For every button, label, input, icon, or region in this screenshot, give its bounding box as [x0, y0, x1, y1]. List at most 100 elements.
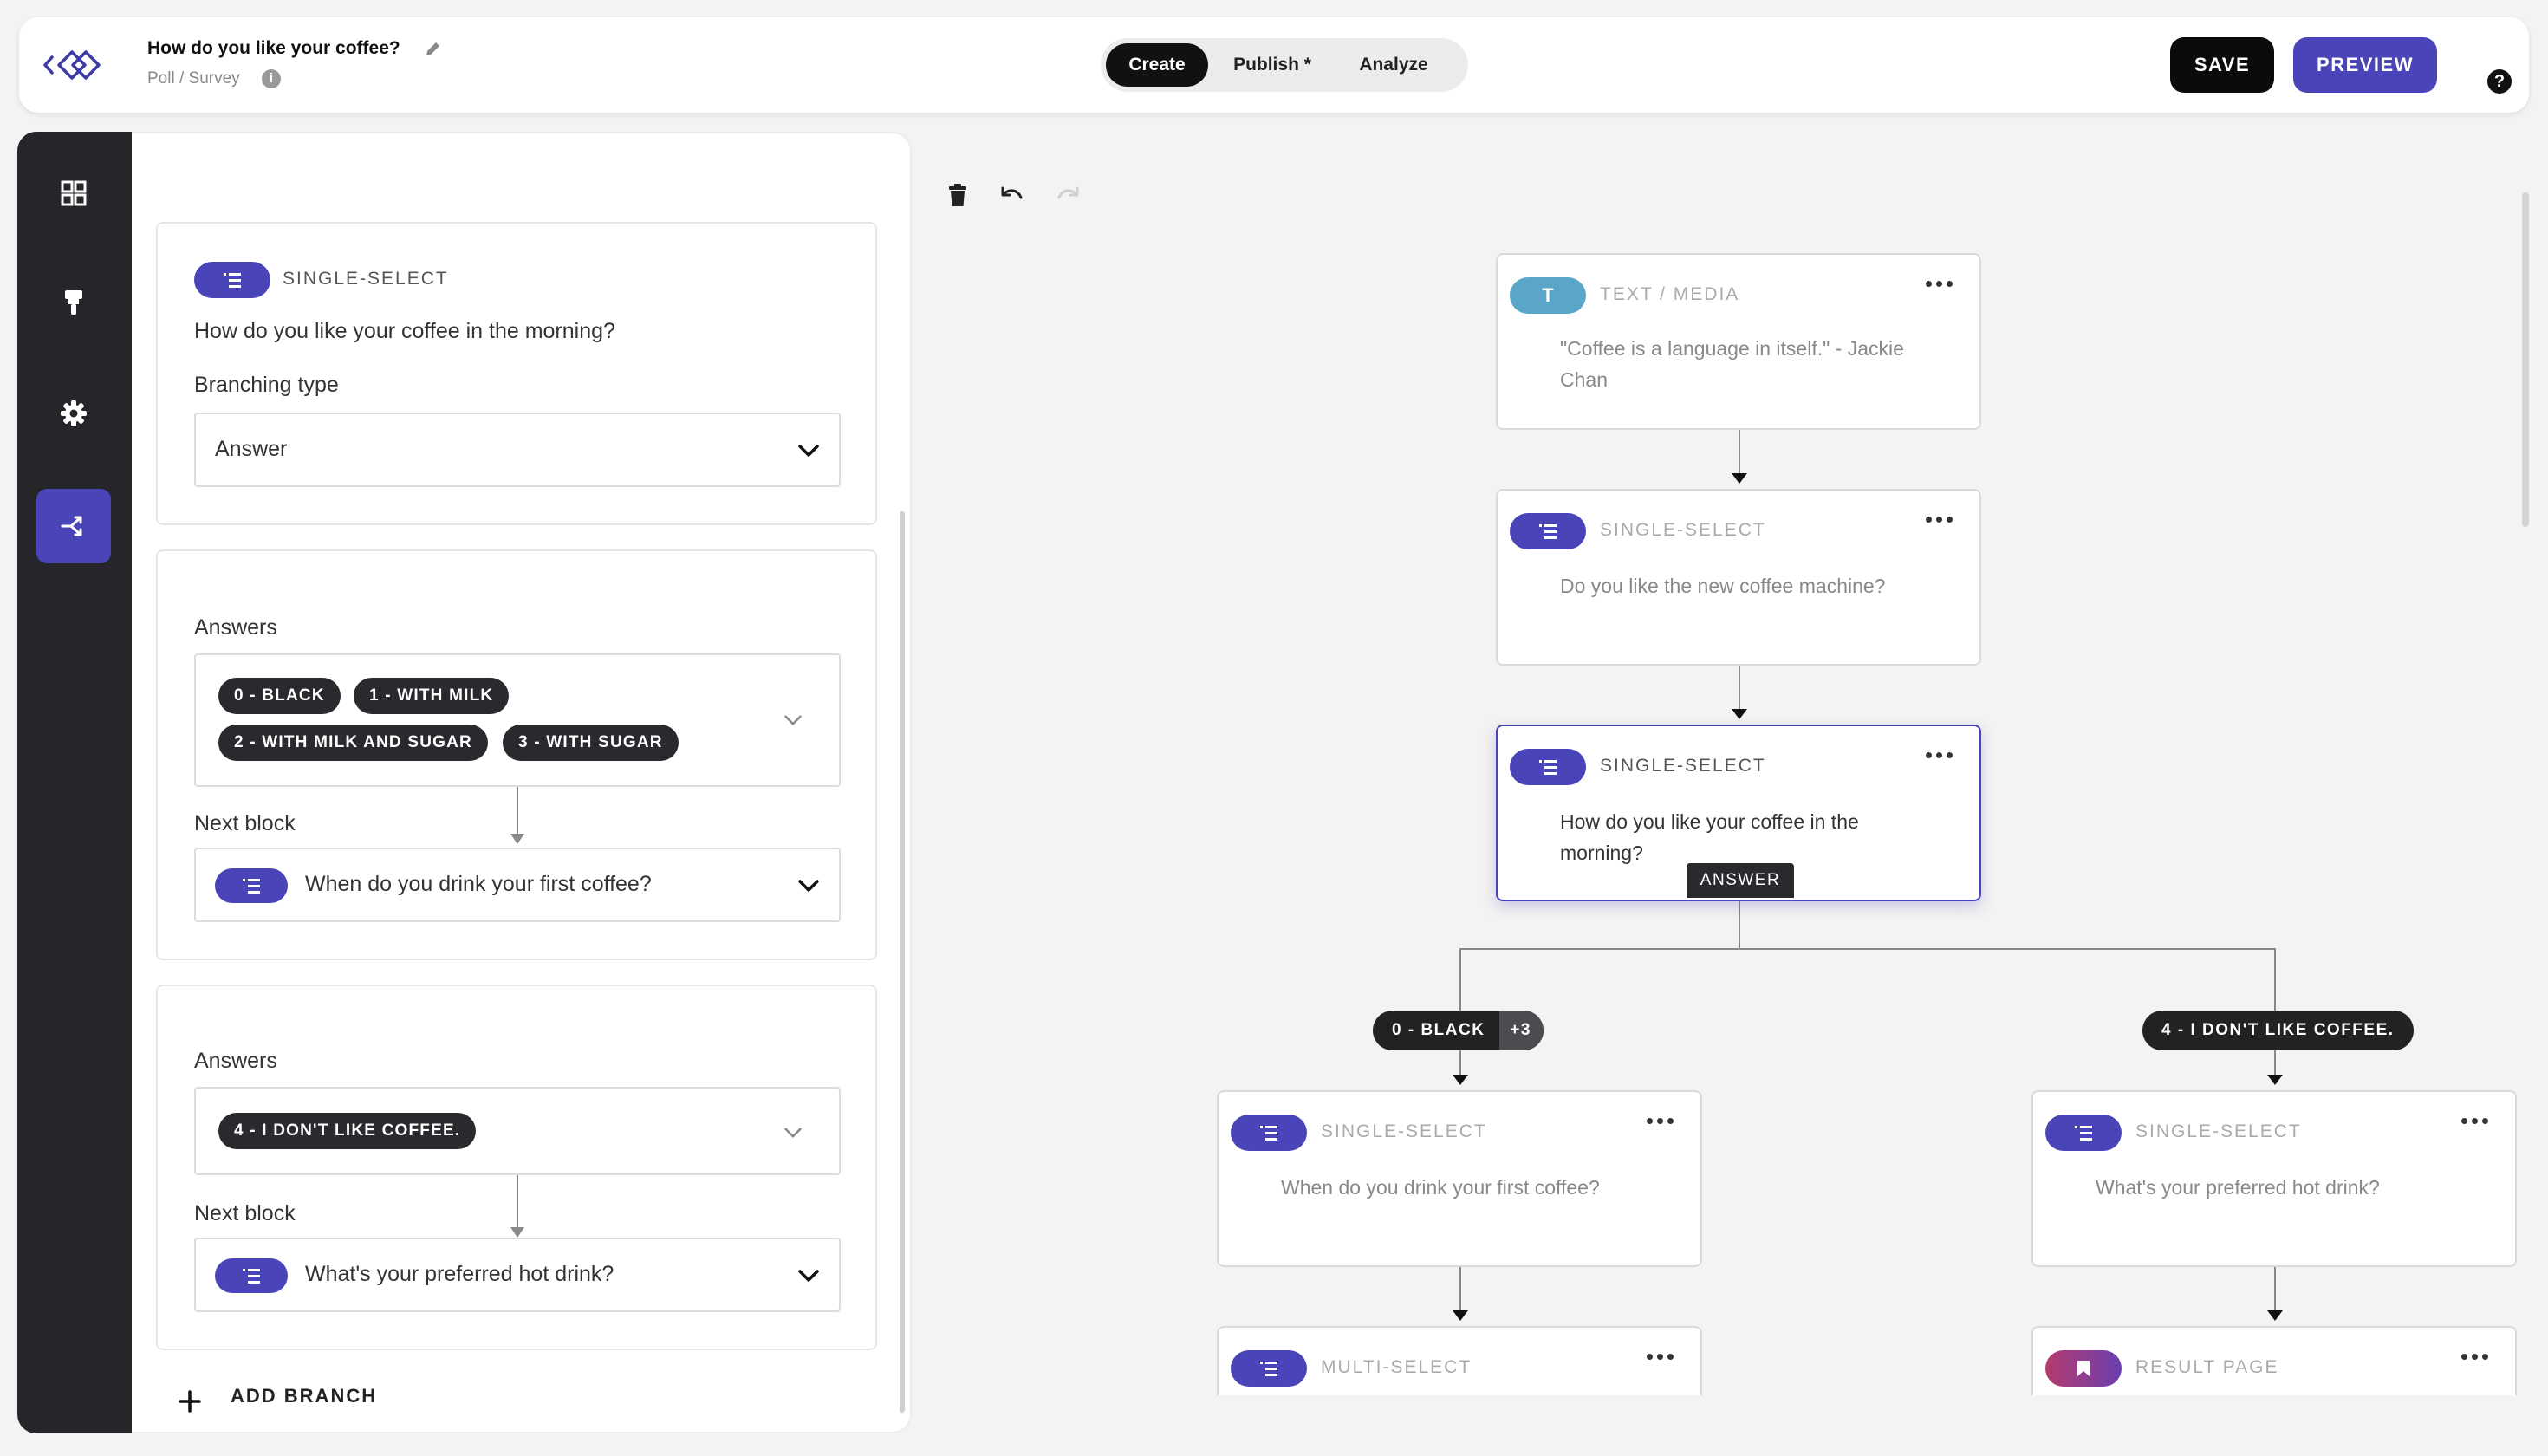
top-bar: How do you like your coffee? Poll / Surv…: [19, 17, 2529, 113]
connector-line: [1739, 901, 1740, 948]
answers-select[interactable]: 4 - I DON'T LIKE COFFEE.: [194, 1087, 841, 1175]
panel-scrollbar[interactable]: [900, 511, 905, 1413]
answers-label: Answers: [194, 615, 277, 640]
branch-chip-label: 0 - BLACK: [1392, 1021, 1485, 1039]
chevron-down-icon: [784, 1128, 802, 1138]
block-question: How do you like your coffee in the morni…: [194, 319, 615, 343]
node-text: How do you like your coffee in the morni…: [1560, 810, 1859, 864]
connector-arrow: [1732, 709, 1747, 719]
save-button[interactable]: SAVE: [2170, 37, 2274, 93]
more-options-icon[interactable]: [1926, 281, 1953, 289]
info-icon[interactable]: i: [262, 69, 281, 88]
list-icon: [1260, 1362, 1277, 1376]
connector-arrow: [2267, 1310, 2283, 1321]
next-block-label: Next block: [194, 1201, 296, 1225]
flow-node-single-select[interactable]: SINGLE-SELECT Do you like the new coffee…: [1496, 489, 1981, 666]
node-type-label: MULTI-SELECT: [1321, 1357, 1472, 1377]
chevron-down-icon: [798, 445, 819, 457]
sidebar-rail: [17, 132, 132, 1433]
more-options-icon[interactable]: [1647, 1354, 1674, 1362]
connector-line: [2274, 1267, 2276, 1312]
list-icon: [243, 1269, 260, 1284]
survey-title[interactable]: How do you like your coffee?: [147, 38, 400, 58]
connector-arrow: [510, 834, 524, 844]
single-select-badge: [215, 1258, 288, 1293]
node-type-label: TEXT / MEDIA: [1600, 284, 1740, 304]
logo-back-icon[interactable]: [40, 42, 109, 88]
canvas-bottom-edge: [919, 1395, 2548, 1456]
canvas-scrollbar[interactable]: [2522, 192, 2529, 527]
more-options-icon[interactable]: [2461, 1118, 2489, 1127]
branch-chip-left[interactable]: 0 - BLACK +3: [1373, 1011, 1544, 1050]
answer-tag[interactable]: 3 - WITH SUGAR: [503, 725, 679, 761]
answers-select[interactable]: 0 - BLACK 1 - WITH MILK 2 - WITH MILK AN…: [194, 653, 841, 787]
branch-connector: [517, 1175, 518, 1231]
block-card: SINGLE-SELECT How do you like your coffe…: [156, 222, 877, 525]
flow-node-text-media[interactable]: T TEXT / MEDIA "Coffee is a language in …: [1496, 253, 1981, 430]
gear-icon: [61, 400, 87, 426]
tab-publish[interactable]: Publish *: [1233, 55, 1311, 75]
edit-pencil-icon[interactable]: [423, 40, 442, 59]
help-icon[interactable]: ?: [2487, 69, 2512, 94]
next-block-select[interactable]: What's your preferred hot drink?: [194, 1238, 841, 1312]
list-icon: [224, 273, 241, 288]
connector-arrow: [1732, 473, 1747, 484]
sidebar-item-design[interactable]: [36, 265, 111, 340]
trash-icon[interactable]: [945, 182, 971, 208]
sidebar-item-blocks[interactable]: [36, 156, 111, 231]
text-media-badge: T: [1510, 277, 1586, 314]
block-type-label: SINGLE-SELECT: [283, 269, 449, 289]
more-options-icon[interactable]: [1926, 517, 1953, 525]
branch-connector: [517, 787, 518, 837]
grid-icon: [61, 180, 87, 206]
more-options-icon[interactable]: [1926, 752, 1953, 761]
flow-node-single-select[interactable]: SINGLE-SELECT What's your preferred hot …: [2031, 1090, 2517, 1267]
sidebar-item-branching[interactable]: [36, 489, 111, 563]
redo-icon[interactable]: [1056, 184, 1082, 210]
list-icon: [1539, 760, 1557, 775]
answer-tag[interactable]: 4 - I DON'T LIKE COFFEE.: [218, 1113, 477, 1149]
single-select-badge: [1510, 749, 1586, 785]
tab-analyze[interactable]: Analyze: [1359, 55, 1428, 75]
next-block-select[interactable]: When do you drink your first coffee?: [194, 848, 841, 922]
preview-button[interactable]: PREVIEW: [2293, 37, 2437, 93]
multi-select-badge: [1231, 1350, 1307, 1387]
flow-node-single-select-selected[interactable]: SINGLE-SELECT How do you like your coffe…: [1496, 725, 1981, 901]
branching-type-select[interactable]: Answer: [194, 413, 841, 487]
answer-tag[interactable]: 0 - BLACK: [218, 678, 341, 714]
tab-create[interactable]: Create: [1106, 43, 1208, 87]
more-options-icon[interactable]: [2461, 1354, 2489, 1362]
single-select-badge: [194, 262, 270, 298]
connector-arrow: [1453, 1310, 1468, 1321]
bookmark-icon: [2077, 1361, 2090, 1376]
sidebar-item-settings[interactable]: [36, 376, 111, 451]
answer-branch-tab[interactable]: ANSWER: [1687, 863, 1794, 898]
list-icon: [243, 879, 260, 894]
node-type-label: SINGLE-SELECT: [2135, 1121, 2302, 1141]
node-type-label: SINGLE-SELECT: [1600, 756, 1766, 776]
flow-node-single-select[interactable]: SINGLE-SELECT When do you drink your fir…: [1217, 1090, 1702, 1267]
add-branch-button[interactable]: ADD BRANCH: [231, 1385, 378, 1407]
connector-line: [1739, 666, 1740, 709]
survey-type: Poll / Survey: [147, 69, 240, 88]
more-options-icon[interactable]: [1647, 1118, 1674, 1127]
single-select-badge: [1231, 1115, 1307, 1151]
answer-tag[interactable]: 1 - WITH MILK: [354, 678, 510, 714]
node-text: When do you drink your first coffee?: [1281, 1176, 1600, 1199]
single-select-badge: [2045, 1115, 2122, 1151]
answer-tag[interactable]: 2 - WITH MILK AND SUGAR: [218, 725, 488, 761]
branching-type-label: Branching type: [194, 373, 339, 397]
undo-icon[interactable]: [998, 184, 1024, 210]
branch-icon: [61, 516, 82, 536]
single-select-badge: [1510, 513, 1586, 549]
node-text: What's your preferred hot drink?: [2096, 1176, 2380, 1199]
branch-chip-right[interactable]: 4 - I DON'T LIKE COFFEE.: [2142, 1011, 2414, 1050]
plus-icon[interactable]: [179, 1390, 201, 1413]
connector-line: [1459, 948, 2276, 950]
list-icon: [2075, 1126, 2092, 1141]
branch-card-1: Answers 0 - BLACK 1 - WITH MILK 2 - WITH…: [156, 549, 877, 960]
answers-label: Answers: [194, 1049, 277, 1073]
next-block-value: What's your preferred hot drink?: [305, 1262, 614, 1286]
node-type-label: RESULT PAGE: [2135, 1357, 2279, 1377]
chevron-down-icon: [798, 1270, 819, 1282]
